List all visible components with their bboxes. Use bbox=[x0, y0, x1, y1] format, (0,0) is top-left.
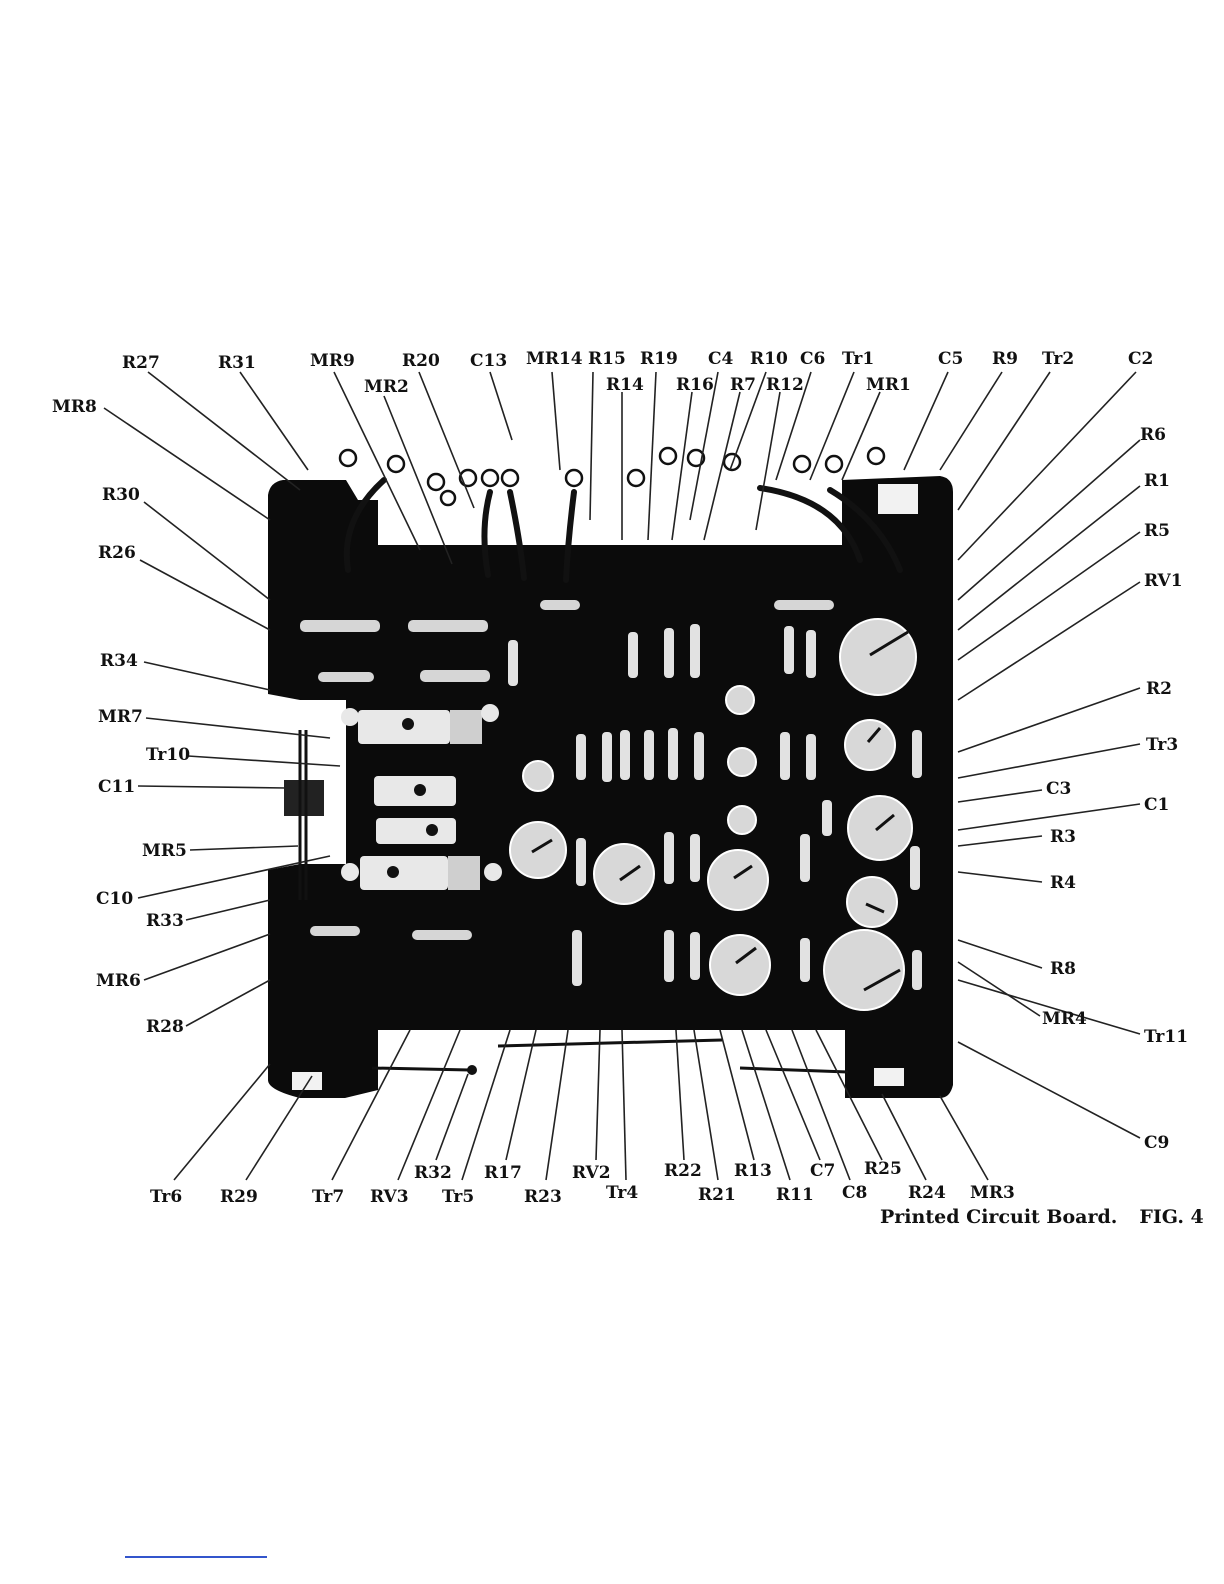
label-r13: R13 bbox=[734, 1161, 772, 1181]
label-mr1: MR1 bbox=[866, 375, 911, 395]
label-r2: R2 bbox=[1146, 679, 1172, 699]
label-r27: R27 bbox=[122, 353, 160, 373]
label-mr14: MR14 bbox=[526, 349, 583, 369]
label-mr8: MR8 bbox=[52, 397, 97, 417]
label-c10: C10 bbox=[96, 889, 133, 909]
label-mr9: MR9 bbox=[310, 351, 355, 371]
caption-title: Printed Circuit Board. bbox=[880, 1206, 1117, 1228]
label-r28: R28 bbox=[146, 1017, 184, 1037]
label-r1: R1 bbox=[1144, 471, 1170, 491]
label-r32: R32 bbox=[414, 1163, 452, 1183]
label-r11: R11 bbox=[776, 1185, 814, 1205]
label-mr7: MR7 bbox=[98, 707, 143, 727]
label-r24: R24 bbox=[908, 1183, 946, 1203]
label-tr5: Tr5 bbox=[442, 1187, 474, 1207]
label-r21: R21 bbox=[698, 1185, 736, 1205]
heatsink-mount-left bbox=[284, 780, 324, 816]
label-r17: R17 bbox=[484, 1163, 522, 1183]
label-tr4: Tr4 bbox=[606, 1183, 638, 1203]
label-r14: R14 bbox=[606, 375, 644, 395]
label-r23: R23 bbox=[524, 1187, 562, 1207]
label-c3: C3 bbox=[1046, 779, 1071, 799]
mounting-slot-bottom-left bbox=[292, 1072, 322, 1090]
label-c1: C1 bbox=[1144, 795, 1169, 815]
footnote-rule bbox=[125, 1556, 267, 1558]
mounting-slot-bottom-right bbox=[874, 1068, 904, 1086]
label-c8: C8 bbox=[842, 1183, 867, 1203]
label-c9: C9 bbox=[1144, 1133, 1169, 1153]
label-r5: R5 bbox=[1144, 521, 1170, 541]
label-r6: R6 bbox=[1140, 425, 1166, 445]
label-r34: R34 bbox=[100, 651, 138, 671]
label-c4: C4 bbox=[708, 349, 734, 369]
label-rv1: RV1 bbox=[1144, 571, 1183, 591]
label-tr10: Tr10 bbox=[146, 745, 190, 765]
label-tr11: Tr11 bbox=[1144, 1027, 1188, 1047]
caption-figure-number: FIG. 4 bbox=[1139, 1206, 1203, 1228]
label-r31: R31 bbox=[218, 353, 256, 373]
terminal-bottom bbox=[467, 1065, 477, 1075]
circuit-board bbox=[268, 448, 953, 1102]
label-r33: R33 bbox=[146, 911, 184, 931]
label-mr5: MR5 bbox=[142, 841, 187, 861]
label-c11: C11 bbox=[98, 777, 135, 797]
label-mr3: MR3 bbox=[970, 1183, 1015, 1203]
label-rv3: RV3 bbox=[370, 1187, 409, 1207]
label-r9: R9 bbox=[992, 349, 1018, 369]
label-r25: R25 bbox=[864, 1159, 902, 1179]
label-c7: C7 bbox=[810, 1161, 835, 1181]
label-mr6: MR6 bbox=[96, 971, 141, 991]
label-rv2: RV2 bbox=[572, 1163, 611, 1183]
figure-caption: Printed Circuit Board. FIG. 4 bbox=[880, 1206, 1204, 1228]
label-r22: R22 bbox=[664, 1161, 702, 1181]
mounting-hole-top-right bbox=[878, 484, 918, 514]
label-tr7: Tr7 bbox=[312, 1187, 344, 1207]
label-r30: R30 bbox=[102, 485, 140, 505]
label-c6: C6 bbox=[800, 349, 825, 369]
label-tr3: Tr3 bbox=[1146, 735, 1178, 755]
label-mr4: MR4 bbox=[1042, 1009, 1087, 1029]
label-r26: R26 bbox=[98, 543, 136, 563]
label-tr2: Tr2 bbox=[1042, 349, 1074, 369]
label-r7: R7 bbox=[730, 375, 756, 395]
bottom-wire-left bbox=[372, 1068, 470, 1070]
label-r12: R12 bbox=[766, 375, 804, 395]
label-r19: R19 bbox=[640, 349, 678, 369]
label-tr6: Tr6 bbox=[150, 1187, 182, 1207]
label-r29: R29 bbox=[220, 1187, 258, 1207]
label-mr2: MR2 bbox=[364, 377, 409, 397]
label-r4: R4 bbox=[1050, 873, 1076, 893]
label-r20: R20 bbox=[402, 351, 440, 371]
label-r10: R10 bbox=[750, 349, 788, 369]
label-r3: R3 bbox=[1050, 827, 1076, 847]
label-tr1: Tr1 bbox=[842, 349, 874, 369]
label-r15: R15 bbox=[588, 349, 626, 369]
label-c5: C5 bbox=[938, 349, 963, 369]
label-c13: C13 bbox=[470, 351, 507, 371]
label-r8: R8 bbox=[1050, 959, 1076, 979]
label-c2: C2 bbox=[1128, 349, 1153, 369]
label-r16: R16 bbox=[676, 375, 714, 395]
